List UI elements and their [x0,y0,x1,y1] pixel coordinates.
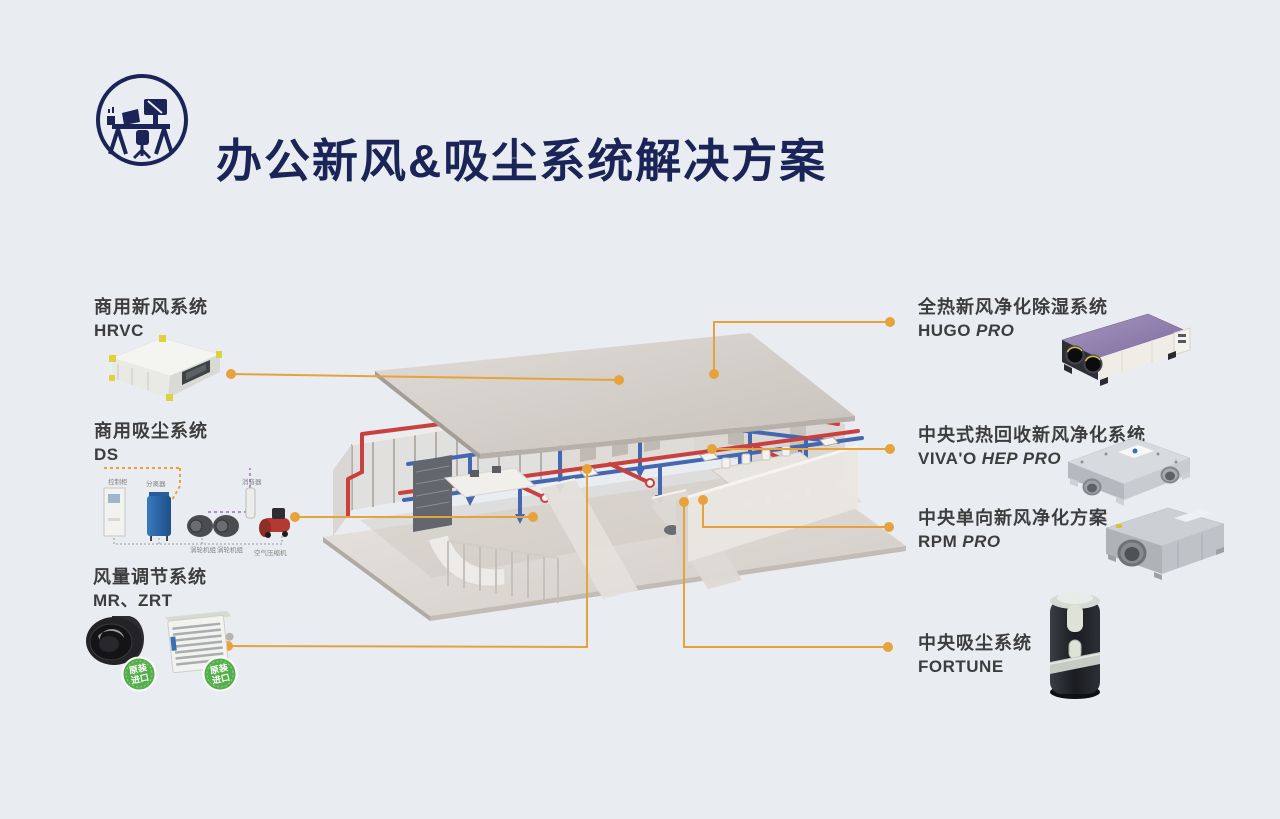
svg-text:原装: 原装 [128,661,149,676]
ds-purple-flow [208,468,251,513]
label-hugo-name: 全热新风净化除湿系统 [918,297,1108,317]
imported-badge-zrt: 原装 进口 [202,656,238,692]
label-fortune-model: FORTUNE [918,657,1004,676]
office-logo-icon [96,74,188,166]
label-hugo-model: HUGO [918,321,971,340]
ds-compressor [259,508,290,538]
label-rpm-model: RPM [918,532,958,551]
label-hugo: 全热新风净化除湿系统 HUGO PRO [918,296,1108,342]
ds-turbine1-label: 涡轮机组 [190,545,217,554]
label-ds-model: DS [94,445,119,464]
label-vivao-model: VIVA'O [918,449,977,468]
label-vivao-name: 中央式热回收新风净化系统 [918,425,1146,445]
label-rpm-suffix: PRO [962,532,1001,551]
label-ds: 商用吸尘系统 DS [94,420,208,466]
label-hrvc-model: HRVC [94,321,144,340]
product-hugo-image [1061,313,1191,386]
product-mr-zrt-image: 原装 进口 原装 进口 [86,610,238,692]
product-hrvc-image [109,335,222,401]
label-hrvc: 商用新风系统 HRVC [94,296,208,342]
ds-separator-tank [147,492,171,541]
label-ds-name: 商用吸尘系统 [94,421,208,441]
label-mr-zrt-model: MR、ZRT [93,591,173,610]
imported-badge-mr: 原装 进口 [121,656,157,692]
product-fortune-image [1049,592,1101,699]
connector-fortune [683,502,888,648]
label-rpm-name: 中央单向新风净化方案 [918,508,1108,528]
callout-connectors [227,321,890,649]
label-hugo-suffix: PRO [976,321,1015,340]
ds-compressor-label: 空气压缩机 [254,548,287,557]
callout-dots [223,317,895,652]
label-mr-zrt-name: 风量调节系统 [93,567,207,587]
front-fence [447,540,559,603]
product-ds-diagram: 控制柜 分离器 消音器 涡轮机组 涡轮机组 空气压缩机 [103,467,290,557]
label-vivao-suffix: HEP PRO [981,449,1062,468]
page-title: 办公新风&吸尘系统解决方案 [216,134,828,187]
ds-silencer [245,487,256,519]
ds-cabinet [103,487,126,537]
ds-silencer-label: 消音器 [242,477,262,486]
product-rpm-image [1105,507,1225,580]
connector-rpm [702,500,889,528]
label-fortune: 中央吸尘系统 FORTUNE [918,632,1032,678]
ds-orange-flow [104,467,181,501]
label-mr-zrt: 风量调节系统 MR、ZRT [93,566,207,612]
label-fortune-name: 中央吸尘系统 [918,633,1032,653]
svg-text:进口: 进口 [211,671,231,686]
ds-cabinet-label: 控制柜 [108,477,128,486]
svg-text:进口: 进口 [130,671,150,686]
ds-turbines [187,515,239,537]
mr-damper [86,616,144,665]
product-vivao-image [1067,437,1191,506]
connector-hrvc [230,373,620,381]
svg-text:原装: 原装 [209,661,230,676]
connector-hugo [713,321,890,374]
connector-mr-zrt [227,469,588,649]
ds-separator-label: 分离器 [146,479,166,488]
ds-turbine2-label: 涡轮机组 [217,545,244,554]
label-hrvc-name: 商用新风系统 [94,297,208,317]
roof-slab [375,333,855,459]
